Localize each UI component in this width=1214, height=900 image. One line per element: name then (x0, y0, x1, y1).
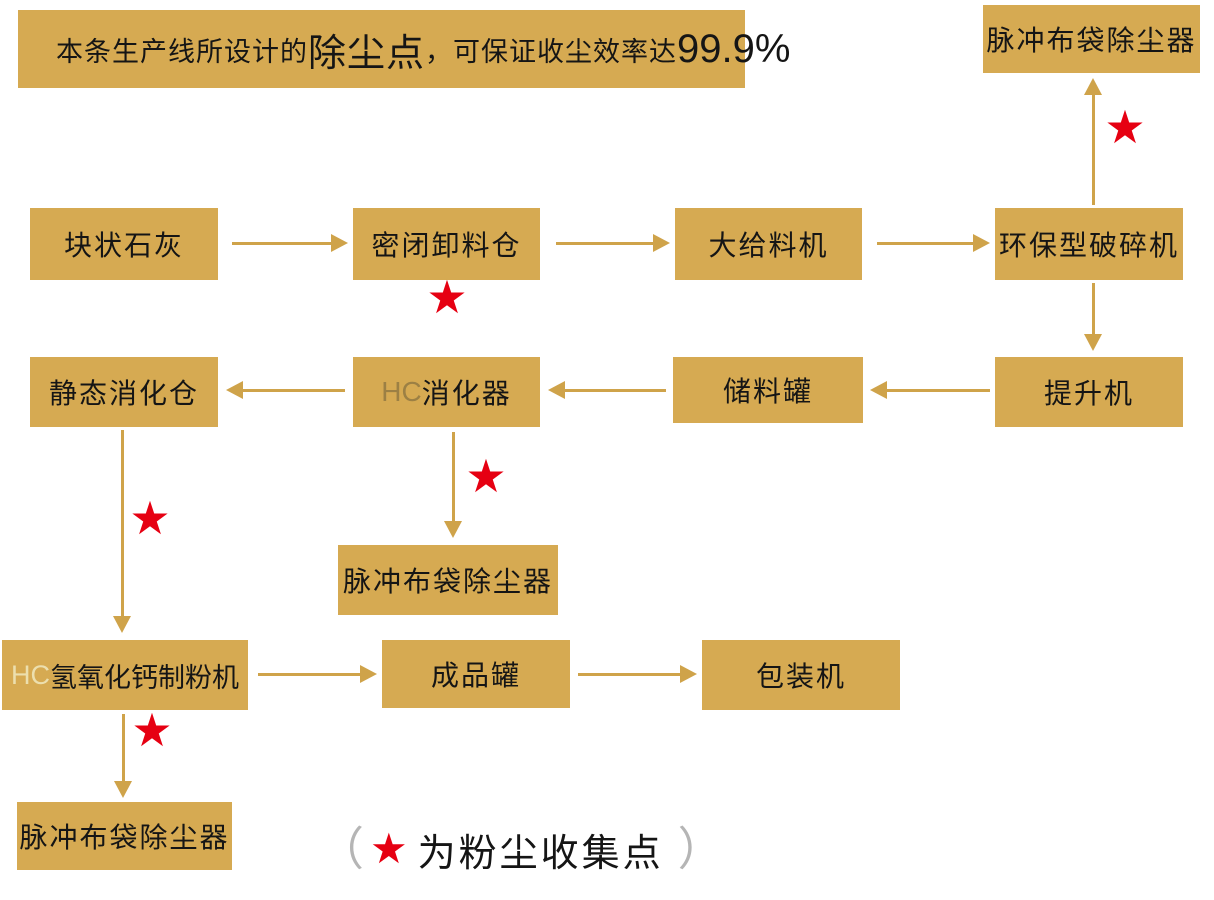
node-label: 静态消化仓 (48, 378, 199, 409)
arrow-line (578, 672, 684, 676)
arrow-line (883, 388, 990, 392)
arrow-head-icon (360, 665, 377, 683)
arrow-crusher-to-dust-top (1084, 78, 1102, 205)
arrow-head-icon (444, 521, 462, 538)
arrow-head-icon (113, 616, 131, 633)
node-label-hc-prefix: HC (11, 659, 50, 690)
arrow-head-icon (331, 234, 348, 252)
arrow-head-icon (973, 234, 990, 252)
node-label: 储料罐 (722, 376, 813, 407)
arrow-silo-to-mill (113, 430, 131, 633)
node-label: 成品罐 (430, 660, 521, 691)
dust-point-star-icon: ★ (465, 449, 507, 503)
legend-close-paren: ） (677, 823, 724, 875)
node-sealed-unloading-bin: 密闭卸料仓 (353, 208, 540, 280)
node-label: 提升机 (1043, 378, 1134, 409)
arrow-line (1091, 283, 1095, 338)
node-lump-lime: 块状石灰 (30, 208, 218, 280)
node-static-digestion-silo: 静态消化仓 (30, 357, 218, 427)
arrow-storage-to-digester (548, 381, 666, 399)
arrow-head-icon (226, 381, 243, 399)
node-label: 大给料机 (708, 230, 829, 261)
arrow-line (120, 430, 124, 620)
node-label: 块状石灰 (63, 230, 184, 261)
node-dust-collector-mid: 脉冲布袋除尘器 (338, 545, 558, 615)
legend-open-paren: （ (318, 823, 364, 875)
legend: （ ★ 为粉尘收集点 ） (318, 820, 724, 878)
node-packing-machine: 包装机 (702, 640, 900, 710)
arrow-head-icon (114, 781, 132, 798)
node-dust-collector-top: 脉冲布袋除尘器 (983, 5, 1200, 73)
dust-point-star-icon: ★ (426, 270, 468, 324)
arrow-head-icon (1084, 78, 1102, 95)
banner-text-prefix: 本条生产线所设计的 (56, 36, 308, 67)
arrow-line (561, 388, 666, 392)
node-label: 脉冲布袋除尘器 (19, 822, 230, 853)
arrow-product-tank-to-packer (578, 665, 697, 683)
node-label: 脉冲布袋除尘器 (342, 566, 553, 597)
arrow-feeder-to-crusher (877, 234, 990, 252)
arrow-crusher-to-elevator (1084, 283, 1102, 351)
arrow-line (877, 241, 977, 245)
arrow-line (1091, 91, 1095, 205)
node-eco-crusher: 环保型破碎机 (995, 208, 1183, 280)
dust-point-star-icon: ★ (129, 491, 171, 545)
arrow-line (121, 714, 125, 785)
arrow-head-icon (548, 381, 565, 399)
arrow-mill-to-product-tank (258, 665, 377, 683)
node-bucket-elevator: 提升机 (995, 357, 1183, 427)
banner-efficiency-value: 99.9% (677, 26, 791, 71)
node-label-hc-prefix: HC (381, 376, 422, 407)
arrow-line (451, 432, 455, 525)
arrow-mill-to-dust-bottom (114, 714, 132, 798)
arrow-head-icon (870, 381, 887, 399)
arrow-line (232, 241, 335, 245)
node-dust-collector-bottom: 脉冲布袋除尘器 (17, 802, 232, 870)
node-label: 包装机 (755, 661, 846, 692)
node-label: 密闭卸料仓 (371, 230, 522, 261)
arrow-head-icon (680, 665, 697, 683)
arrow-lime-to-unloading (232, 234, 348, 252)
dust-point-star-icon: ★ (131, 703, 173, 757)
node-large-feeder: 大给料机 (675, 208, 862, 280)
arrow-digester-to-silo (226, 381, 345, 399)
node-label: 氢氧化钙制粉机 (50, 662, 239, 693)
arrow-line (239, 388, 345, 392)
legend-text: 为粉尘收集点 (417, 832, 664, 875)
legend-star-icon: ★ (370, 824, 408, 873)
arrow-digester-to-dust-mid (444, 432, 462, 538)
dust-point-star-icon: ★ (1104, 100, 1146, 154)
arrow-line (556, 241, 657, 245)
arrow-elevator-to-storage (870, 381, 990, 399)
banner-text-highlight: 除尘点 (308, 32, 426, 75)
node-label: 消化器 (421, 378, 512, 409)
arrow-line (258, 672, 364, 676)
banner-text-middle: ，可保证收尘效率达 (425, 36, 678, 67)
node-label: 环保型破碎机 (998, 230, 1179, 261)
node-label: 脉冲布袋除尘器 (986, 25, 1197, 56)
arrow-unloading-to-feeder (556, 234, 670, 252)
arrow-head-icon (653, 234, 670, 252)
node-storage-tank: 储料罐 (673, 357, 863, 423)
node-product-tank: 成品罐 (382, 640, 570, 708)
arrow-head-icon (1084, 334, 1102, 351)
